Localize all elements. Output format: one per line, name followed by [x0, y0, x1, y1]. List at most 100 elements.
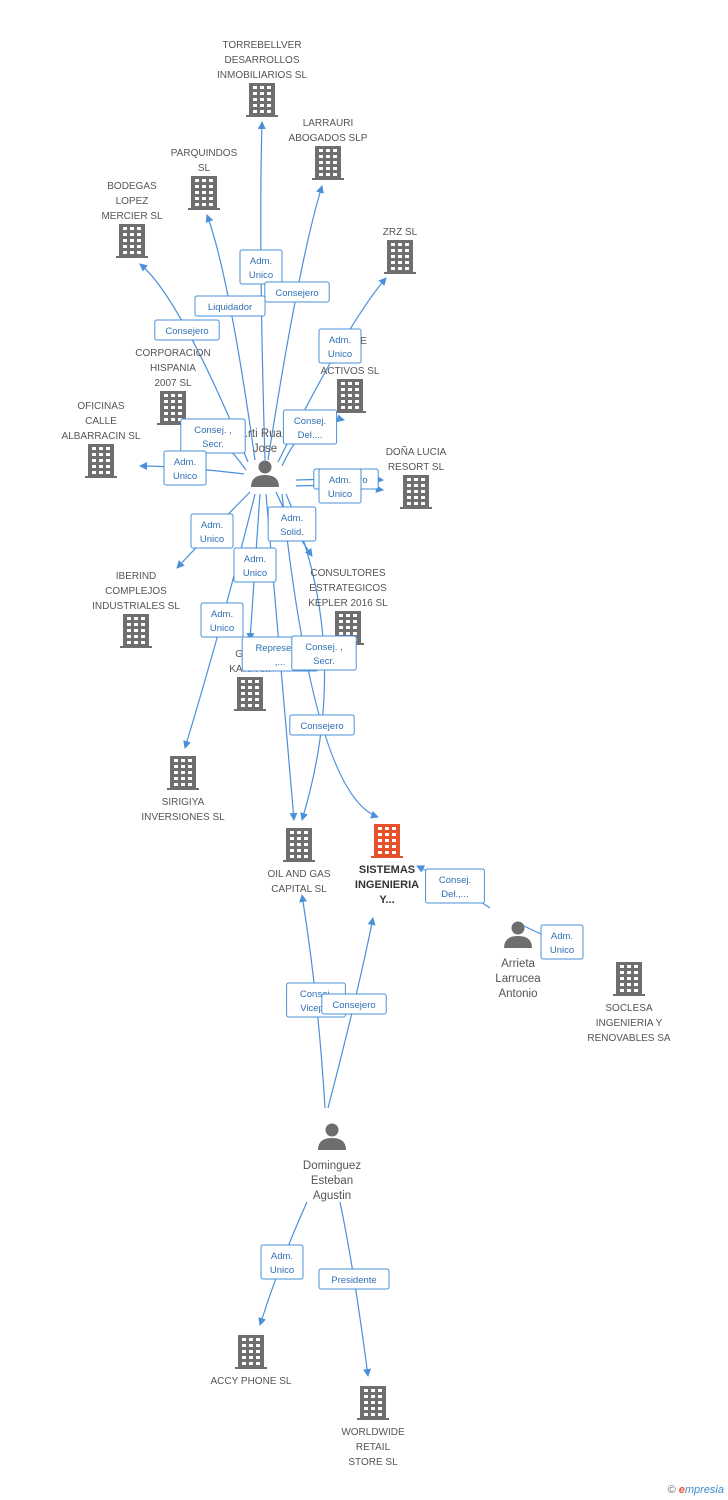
- building-window: [260, 98, 264, 101]
- building-window: [627, 965, 631, 968]
- relation-badge[interactable]: Adm.Unico: [540, 924, 584, 960]
- relation-badge[interactable]: Adm.Unico: [318, 468, 362, 504]
- building-window: [267, 110, 271, 113]
- building-window: [249, 1338, 253, 1341]
- relation-badge[interactable]: Adm.Unico: [163, 450, 207, 486]
- relation-badge[interactable]: Adm.Unico: [190, 513, 234, 549]
- building-window: [290, 831, 294, 834]
- building-window: [341, 382, 345, 385]
- node-marti[interactable]: ...rti Rua...Jose: [238, 428, 292, 487]
- empresia-logo[interactable]: ©empresia: [668, 1484, 724, 1496]
- building-window: [267, 104, 271, 107]
- building-window: [99, 465, 103, 468]
- relation-badge[interactable]: Consejero: [264, 281, 330, 303]
- building-window: [378, 1407, 382, 1410]
- building-window: [346, 626, 350, 629]
- building-window: [123, 245, 127, 248]
- building-base: [120, 646, 152, 648]
- relation-badge[interactable]: Consejero: [289, 714, 355, 736]
- building-window: [355, 406, 359, 409]
- building-base: [234, 709, 266, 711]
- building-window: [249, 1362, 253, 1365]
- building-window: [92, 453, 96, 456]
- building-window: [391, 267, 395, 270]
- node-label: TORREBELLVER: [222, 40, 301, 51]
- building-window: [620, 983, 624, 986]
- building-window: [174, 771, 178, 774]
- relation-badge[interactable]: Adm.Unico: [318, 328, 362, 364]
- node-zrz[interactable]: ZRZ SL: [383, 227, 418, 274]
- node-label: Arrieta: [501, 958, 535, 970]
- building-window: [378, 1389, 382, 1392]
- building-window: [405, 267, 409, 270]
- building-window: [141, 623, 145, 626]
- building-window: [355, 400, 359, 403]
- building-window: [171, 400, 175, 403]
- badge-label: Consej.: [294, 416, 326, 427]
- badge-label: Secr.: [202, 439, 224, 450]
- building-window: [391, 243, 395, 246]
- building-icon: [246, 83, 278, 117]
- relation-badge[interactable]: Adm.Unico: [260, 1244, 304, 1280]
- building-window: [130, 227, 134, 230]
- node-label: ACTIVOS SL: [321, 366, 380, 377]
- building-window: [326, 173, 330, 176]
- building-window: [181, 777, 185, 780]
- node-label: Esteban: [311, 1175, 353, 1187]
- relation-badge[interactable]: Consejero: [154, 319, 220, 341]
- building-window: [106, 453, 110, 456]
- building-window: [391, 255, 395, 258]
- relation-badge[interactable]: Consejero: [321, 993, 387, 1015]
- relation-badge[interactable]: Consej. ,Secr.: [180, 418, 246, 454]
- building-window: [92, 471, 96, 474]
- relation-badge[interactable]: Consej. ,Secr.: [291, 635, 357, 671]
- person-head: [511, 921, 525, 935]
- building-window: [421, 496, 425, 499]
- node-sistemas[interactable]: SISTEMASINGENIERIAY...: [355, 824, 419, 906]
- relation-badge[interactable]: Consej.Del.,...: [425, 868, 485, 904]
- building-base: [167, 788, 199, 790]
- building-window: [178, 394, 182, 397]
- building-window: [260, 86, 264, 89]
- building-window: [407, 490, 411, 493]
- relation-badge[interactable]: Presidente: [318, 1268, 390, 1290]
- building-window: [333, 167, 337, 170]
- building-window: [106, 471, 110, 474]
- building-window: [255, 698, 259, 701]
- building-window: [127, 641, 131, 644]
- relation-badge[interactable]: Adm.Unico: [233, 547, 277, 583]
- node-accy[interactable]: ACCY PHONE SL: [211, 1335, 292, 1387]
- relation-badge[interactable]: Adm.Solid.: [267, 506, 317, 542]
- badge-label: Adm.: [174, 457, 196, 468]
- building-window: [319, 149, 323, 152]
- node-label: Agustin: [313, 1190, 351, 1202]
- building-window: [414, 502, 418, 505]
- building-window: [620, 977, 624, 980]
- badge-label: Adm.: [271, 1251, 293, 1262]
- building-window: [398, 243, 402, 246]
- relation-badge[interactable]: Adm.Unico: [200, 602, 244, 638]
- relation-badge[interactable]: Adm.Unico: [239, 249, 283, 285]
- relation-badge[interactable]: Consej.Del....: [282, 409, 338, 445]
- relation-badge[interactable]: Liquidador: [194, 295, 266, 317]
- node-label: IBERIND: [116, 571, 157, 582]
- building-window: [248, 686, 252, 689]
- building-window: [297, 831, 301, 834]
- building-window: [326, 149, 330, 152]
- building-window: [127, 629, 131, 632]
